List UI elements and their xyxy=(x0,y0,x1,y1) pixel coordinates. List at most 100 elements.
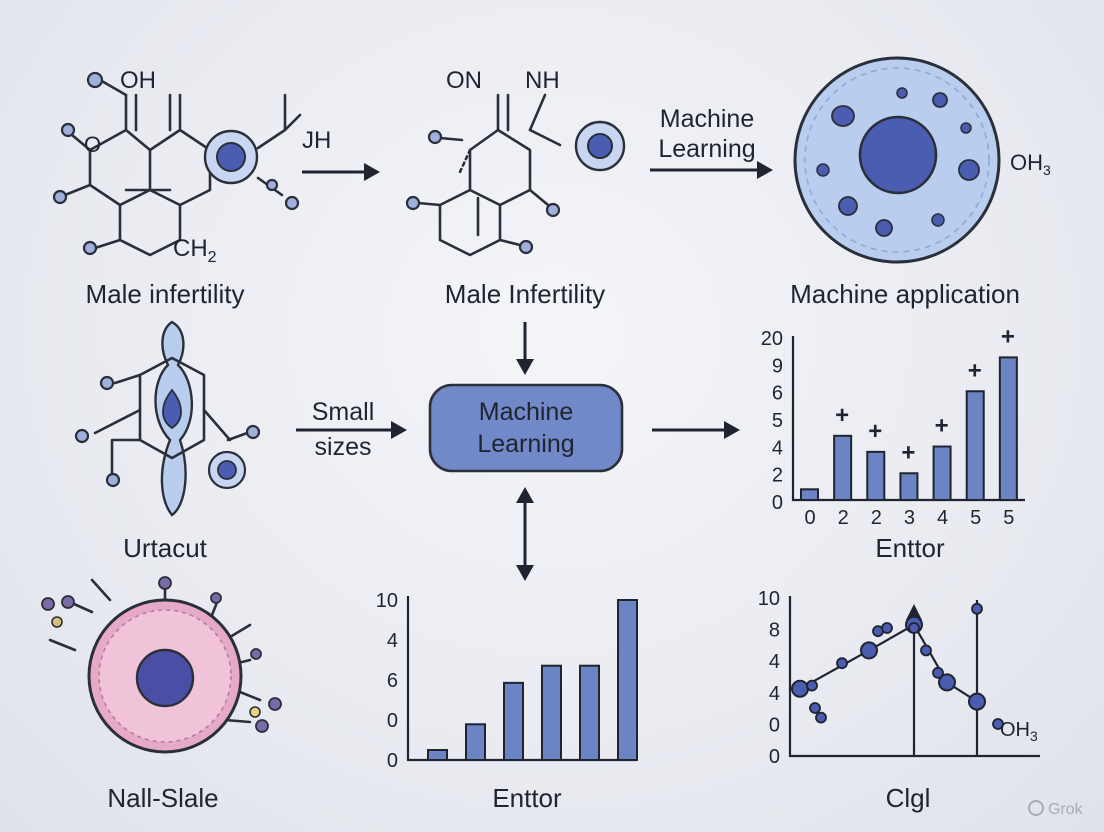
arrow-small-sizes: Small sizes xyxy=(296,398,407,461)
y-tick-label: 4 xyxy=(387,630,398,652)
ring-atom-core xyxy=(217,460,237,480)
arrow-right-2 xyxy=(652,421,740,439)
caption-clgl: Clgl xyxy=(886,783,931,813)
mol2-nh-label: NH xyxy=(525,67,560,94)
molecule-top-left: OH JH O CH2 Male infertility xyxy=(52,67,331,309)
mol1-o-label: O xyxy=(84,132,101,157)
y-tick-label: 4 xyxy=(772,437,783,459)
atom xyxy=(427,129,443,145)
line-point xyxy=(791,679,809,698)
mol1-oh-label: OH xyxy=(120,67,156,94)
molecule-top-middle: ON NH Male Infertility xyxy=(405,67,626,309)
arrow-label-sizes: sizes xyxy=(315,433,372,461)
line-point xyxy=(938,673,956,692)
atom xyxy=(265,178,279,192)
plus-marker: + xyxy=(968,357,982,384)
grok-watermark: Grok xyxy=(1028,800,1084,818)
caption-enttor-bottom: Enttor xyxy=(492,783,562,813)
atom xyxy=(284,195,300,211)
bar xyxy=(932,445,952,501)
atom xyxy=(105,472,121,488)
bar xyxy=(998,356,1018,501)
y-tick-label: 6 xyxy=(387,670,398,692)
cell-nucleus-pink xyxy=(135,648,195,708)
cell-top-right: OH3 Machine application xyxy=(790,56,1051,309)
mol1-ch2-label: CH2 xyxy=(173,235,217,266)
y-tick-label: 2 xyxy=(772,465,783,487)
x-tick-label: 5 xyxy=(1003,507,1014,529)
scatter-point xyxy=(809,702,821,714)
y-tick-label: 0 xyxy=(772,492,783,514)
box-label-machine: Machine xyxy=(479,398,574,426)
caption-urtacut: Urtacut xyxy=(123,533,208,563)
y-tick-label: 10 xyxy=(376,590,398,612)
scatter-point xyxy=(815,711,827,724)
y-tick-label: 4 xyxy=(769,651,780,673)
atom xyxy=(518,239,534,255)
y-tick-label: 4 xyxy=(769,683,780,705)
cell-nucleus xyxy=(858,115,938,195)
bar xyxy=(800,488,819,502)
scatter-point xyxy=(992,718,1004,730)
atom xyxy=(52,189,68,205)
scatter-oh3-label: OH3 xyxy=(1000,719,1038,744)
caption-nall-slale: Nall-Slale xyxy=(107,783,218,813)
x-tick-label: 4 xyxy=(937,507,948,529)
y-tick-label: 0 xyxy=(387,710,398,732)
x-tick-label: 0 xyxy=(804,507,815,529)
atom xyxy=(86,71,104,89)
scatter-point xyxy=(881,622,893,634)
line-point xyxy=(968,692,986,711)
y-tick-label: 20 xyxy=(761,328,783,350)
bar xyxy=(579,664,600,762)
cell-oh3-label: OH3 xyxy=(1010,150,1051,178)
bar xyxy=(899,472,919,501)
arrow-right-1 xyxy=(302,163,380,181)
x-tick-label: 3 xyxy=(904,507,915,529)
up-arrow-icon xyxy=(906,604,922,620)
plus-marker: + xyxy=(901,439,915,466)
scatter-point xyxy=(908,622,920,634)
arrow-down xyxy=(516,322,534,375)
x-tick-label: 2 xyxy=(838,507,849,529)
atom xyxy=(99,375,115,391)
plus-marker: + xyxy=(935,413,949,440)
scatter-point xyxy=(920,644,932,657)
bar xyxy=(465,723,486,761)
atom xyxy=(74,428,90,444)
scatter-point xyxy=(971,602,983,615)
y-tick-label: 0 xyxy=(387,750,398,772)
ring-atom-core xyxy=(587,133,613,159)
axis-line xyxy=(788,596,1040,758)
plus-marker: + xyxy=(868,418,882,445)
y-tick-label: 0 xyxy=(769,714,780,736)
x-tick-label: 5 xyxy=(970,507,981,529)
cell-bottom-left: Nall-Slale xyxy=(41,576,282,813)
arrow-label-line1: Machine xyxy=(660,105,755,133)
atom xyxy=(545,202,561,218)
x-tick-label: 2 xyxy=(871,507,882,529)
bar xyxy=(427,749,448,761)
scatter-point xyxy=(806,679,818,692)
atom xyxy=(82,240,98,256)
arrow-label-small: Small xyxy=(312,398,375,426)
mol2-on-label: ON xyxy=(446,67,482,94)
caption-enttor-right: Enttor xyxy=(875,533,945,563)
bar xyxy=(833,434,853,501)
ring-atom-core xyxy=(216,142,246,172)
scatter-point xyxy=(836,657,848,670)
box-label-learning: Learning xyxy=(477,430,574,458)
bar xyxy=(503,681,524,761)
machine-learning-box: Machine Learning xyxy=(428,383,624,473)
arrow-double-vertical xyxy=(516,487,534,581)
arrow-label-line2: Learning xyxy=(658,135,755,163)
line-point xyxy=(860,641,878,660)
plus-marker: + xyxy=(1001,323,1015,350)
y-tick-label: 8 xyxy=(769,620,780,642)
bar xyxy=(965,390,985,501)
bar xyxy=(541,664,562,762)
atom xyxy=(245,424,261,440)
bar xyxy=(866,450,886,502)
